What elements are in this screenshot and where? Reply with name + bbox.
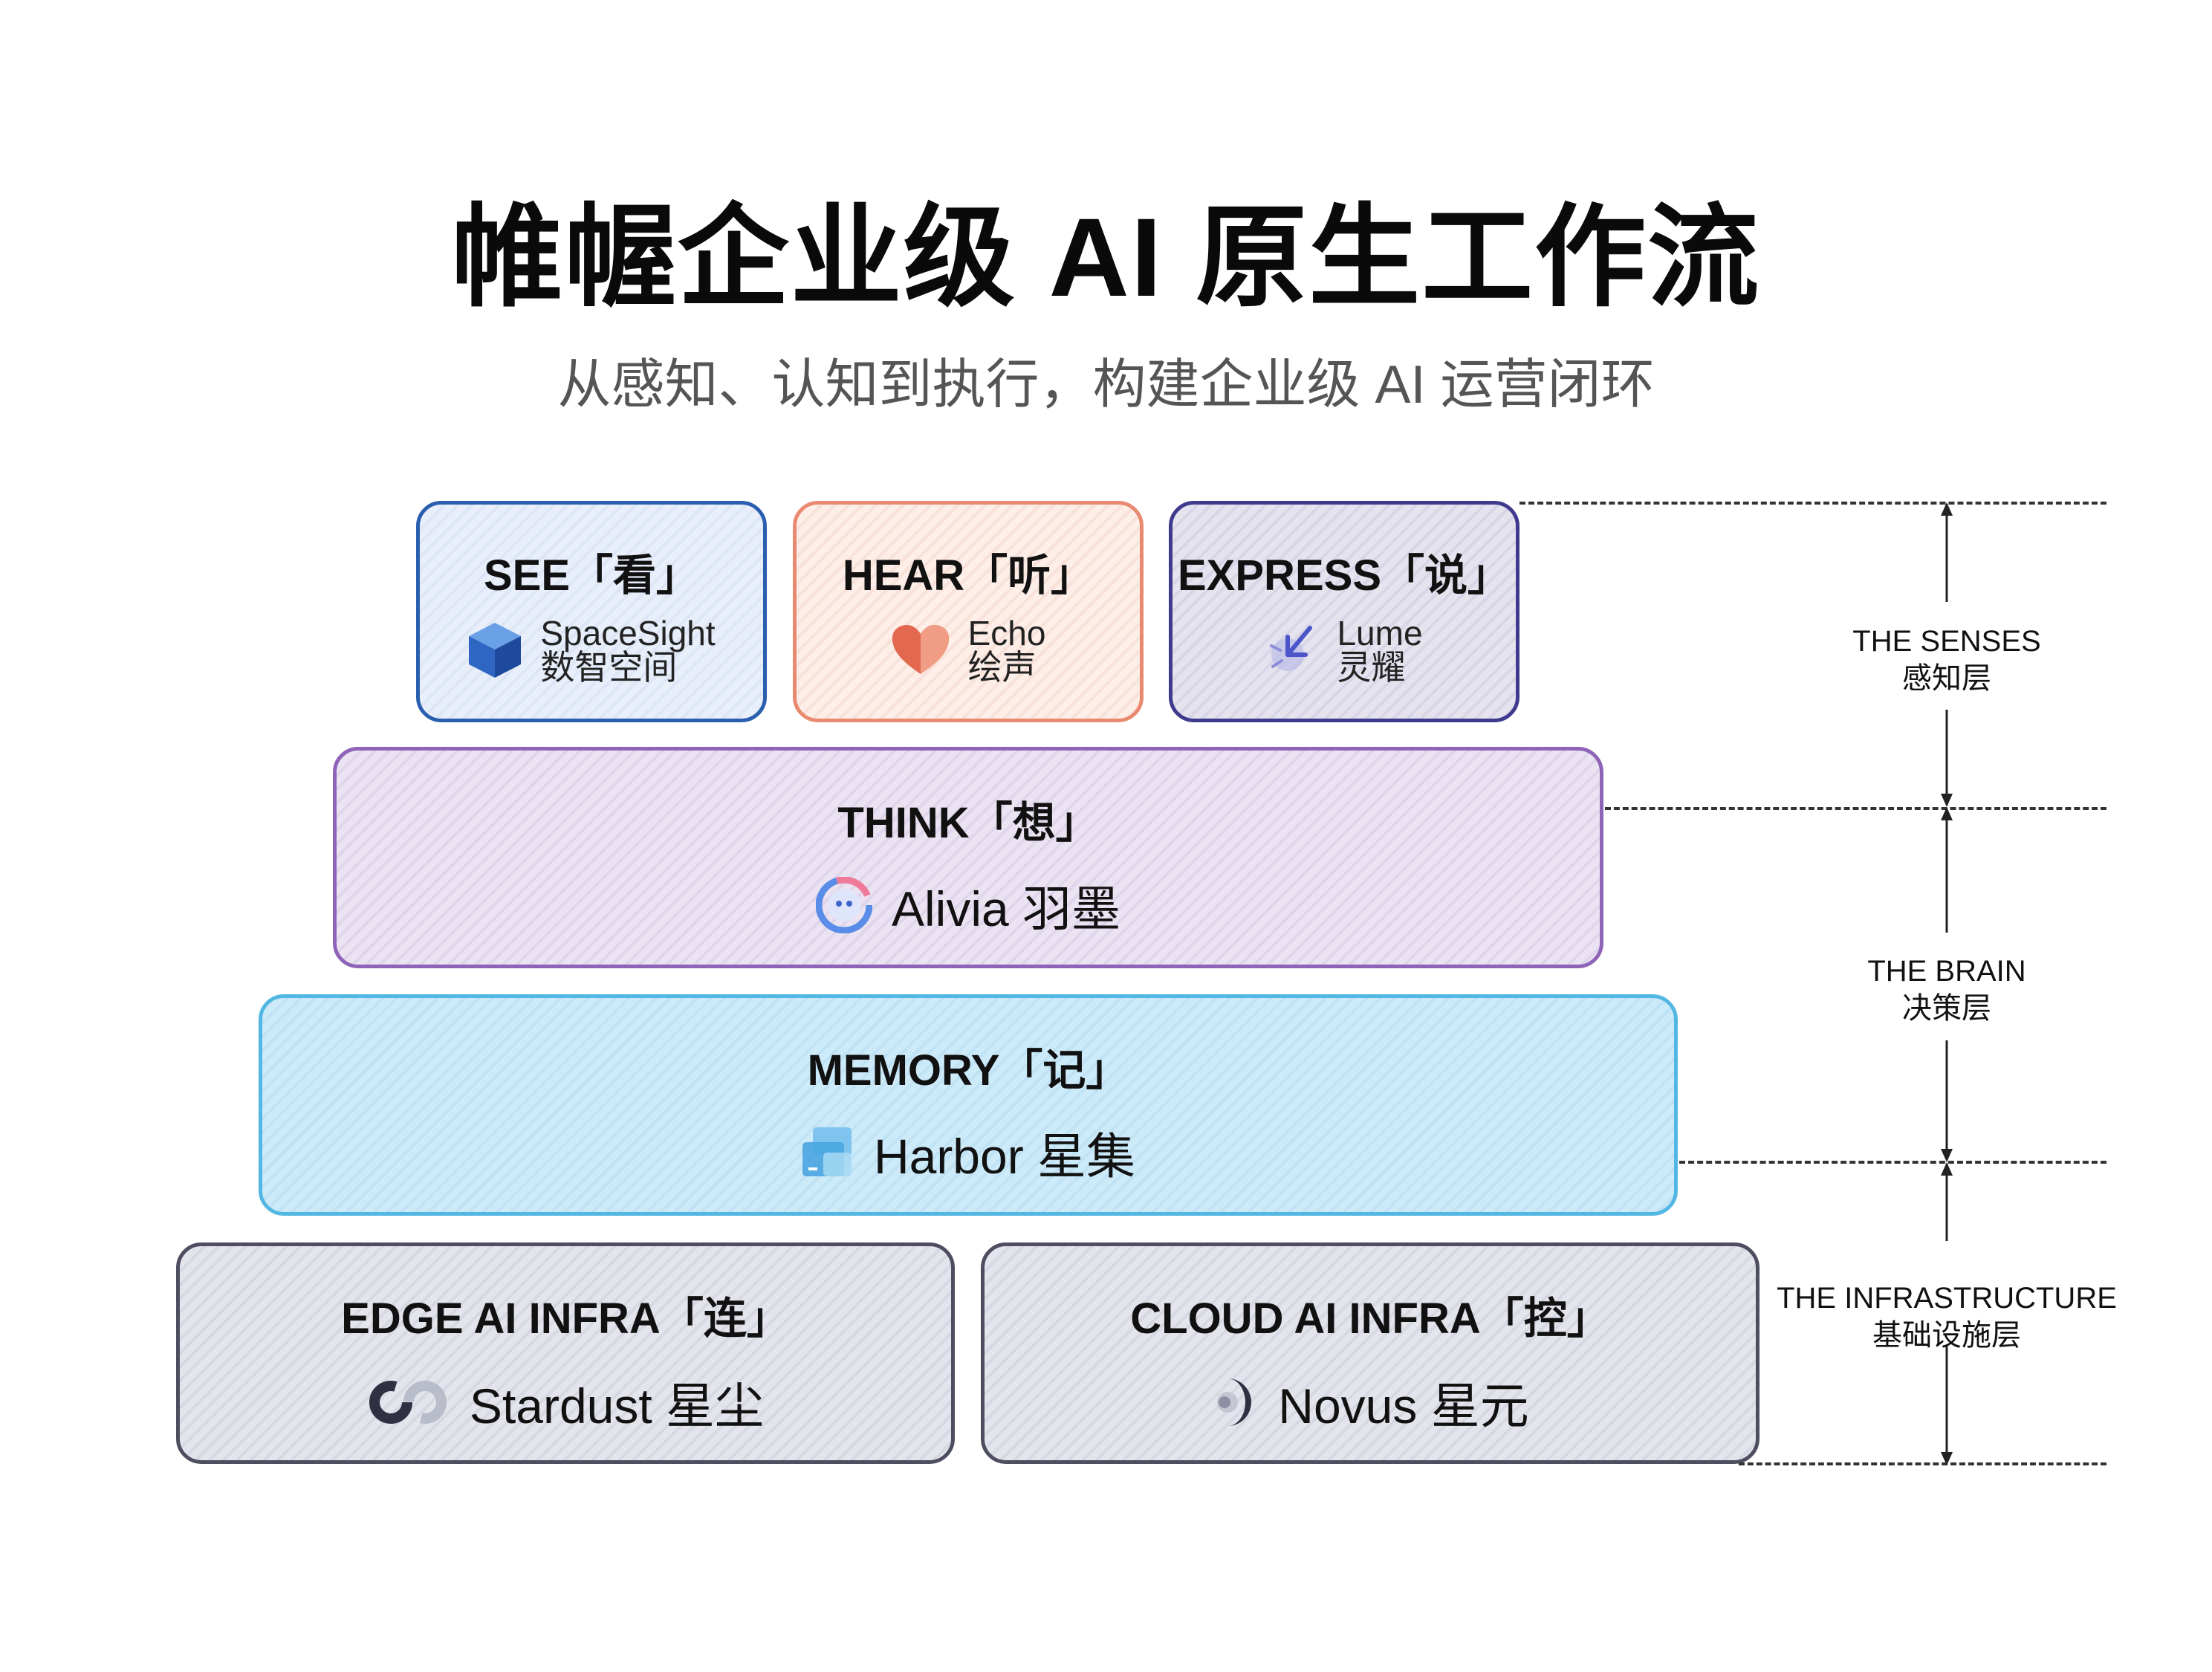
senses-side-label: THE SENSES 感知层 <box>1776 623 2118 697</box>
memory-product-label: Harbor 星集 <box>873 1129 1136 1184</box>
edge-product: Stardust 星尘 <box>180 1367 951 1438</box>
see-product: SpaceSight 数智空间 <box>420 616 763 684</box>
infra-bottom-guide <box>1739 1462 2106 1465</box>
heart-icon <box>892 625 949 674</box>
think-product: Alivia 羽墨 <box>337 869 1600 941</box>
senses-top-guide <box>1519 502 2106 505</box>
see-product-en: SpaceSight <box>540 614 716 652</box>
express-product-cn: 灵耀 <box>1337 648 1406 687</box>
brain-infra-guide <box>1679 1161 2106 1164</box>
brain-label-cn: 决策层 <box>1902 992 1991 1025</box>
edge-infra-box: EDGE AI INFRA「连」 Stardust 星尘 <box>176 1242 955 1464</box>
spark-icon <box>1270 626 1313 671</box>
express-layer-box: EXPRESS「说」 Lume 灵耀 <box>1169 501 1519 722</box>
infra-side-label: THE INFRASTRUCTURE 基础设施层 <box>1776 1280 2118 1354</box>
senses-label-en: THE SENSES <box>1852 625 2041 658</box>
cube-icon <box>469 623 522 678</box>
memory-layer-box: MEMORY「记」 Harbor 星集 <box>259 994 1678 1216</box>
express-heading: EXPRESS「说」 <box>1178 551 1511 600</box>
alivia-face-icon <box>815 877 872 933</box>
hear-product-en: Echo <box>967 614 1046 652</box>
cloud-infra-box: CLOUD AI INFRA「控」 Novus 星元 <box>981 1242 1759 1464</box>
cloud-heading: CLOUD AI INFRA「控」 <box>1130 1294 1610 1343</box>
senses-label-cn: 感知层 <box>1902 662 1991 695</box>
edge-heading: EDGE AI INFRA「连」 <box>341 1294 790 1343</box>
brain-label-en: THE BRAIN <box>1867 955 2026 988</box>
infra-label-en: THE INFRASTRUCTURE <box>1777 1282 2117 1315</box>
see-product-cn: 数智空间 <box>540 648 678 687</box>
memory-heading: MEMORY「记」 <box>807 1046 1129 1095</box>
hear-product-cn: 绘声 <box>967 648 1037 687</box>
memory-product: Harbor 星集 <box>262 1117 1674 1188</box>
crescent-icon <box>1217 1378 1252 1426</box>
edge-product-label: Stardust 星尘 <box>469 1378 765 1433</box>
hear-product: Echo 绘声 <box>797 616 1140 684</box>
layer-dimension-arrows <box>1941 502 1953 1465</box>
see-heading: SEE「看」 <box>483 551 700 600</box>
cloud-product-label: Novus 星元 <box>1278 1378 1529 1433</box>
page-subtitle: 从感知、认知到执行，构建企业级 AI 运营闭环 <box>557 355 1655 415</box>
think-product-label: Alivia 羽墨 <box>891 881 1121 936</box>
think-heading: THINK「想」 <box>837 799 1099 847</box>
hear-layer-box: HEAR「听」 Echo 绘声 <box>793 501 1144 722</box>
senses-brain-guide <box>1605 807 2106 810</box>
express-product-en: Lume <box>1337 614 1423 652</box>
hear-heading: HEAR「听」 <box>842 551 1094 600</box>
think-layer-box: THINK「想」 Alivia 羽墨 <box>333 747 1603 968</box>
see-layer-box: SEE「看」 SpaceSight 数智空间 <box>416 501 767 722</box>
express-product: Lume 灵耀 <box>1173 616 1516 684</box>
link-loop-icon <box>369 1381 447 1424</box>
cloud-product: Novus 星元 <box>985 1367 1756 1438</box>
folder-stack-icon <box>802 1127 852 1176</box>
infra-label-cn: 基础设施层 <box>1872 1319 2021 1352</box>
brain-side-label: THE BRAIN 决策层 <box>1776 953 2118 1027</box>
page-title: 帷幄企业级 AI 原生工作流 <box>451 195 1761 320</box>
